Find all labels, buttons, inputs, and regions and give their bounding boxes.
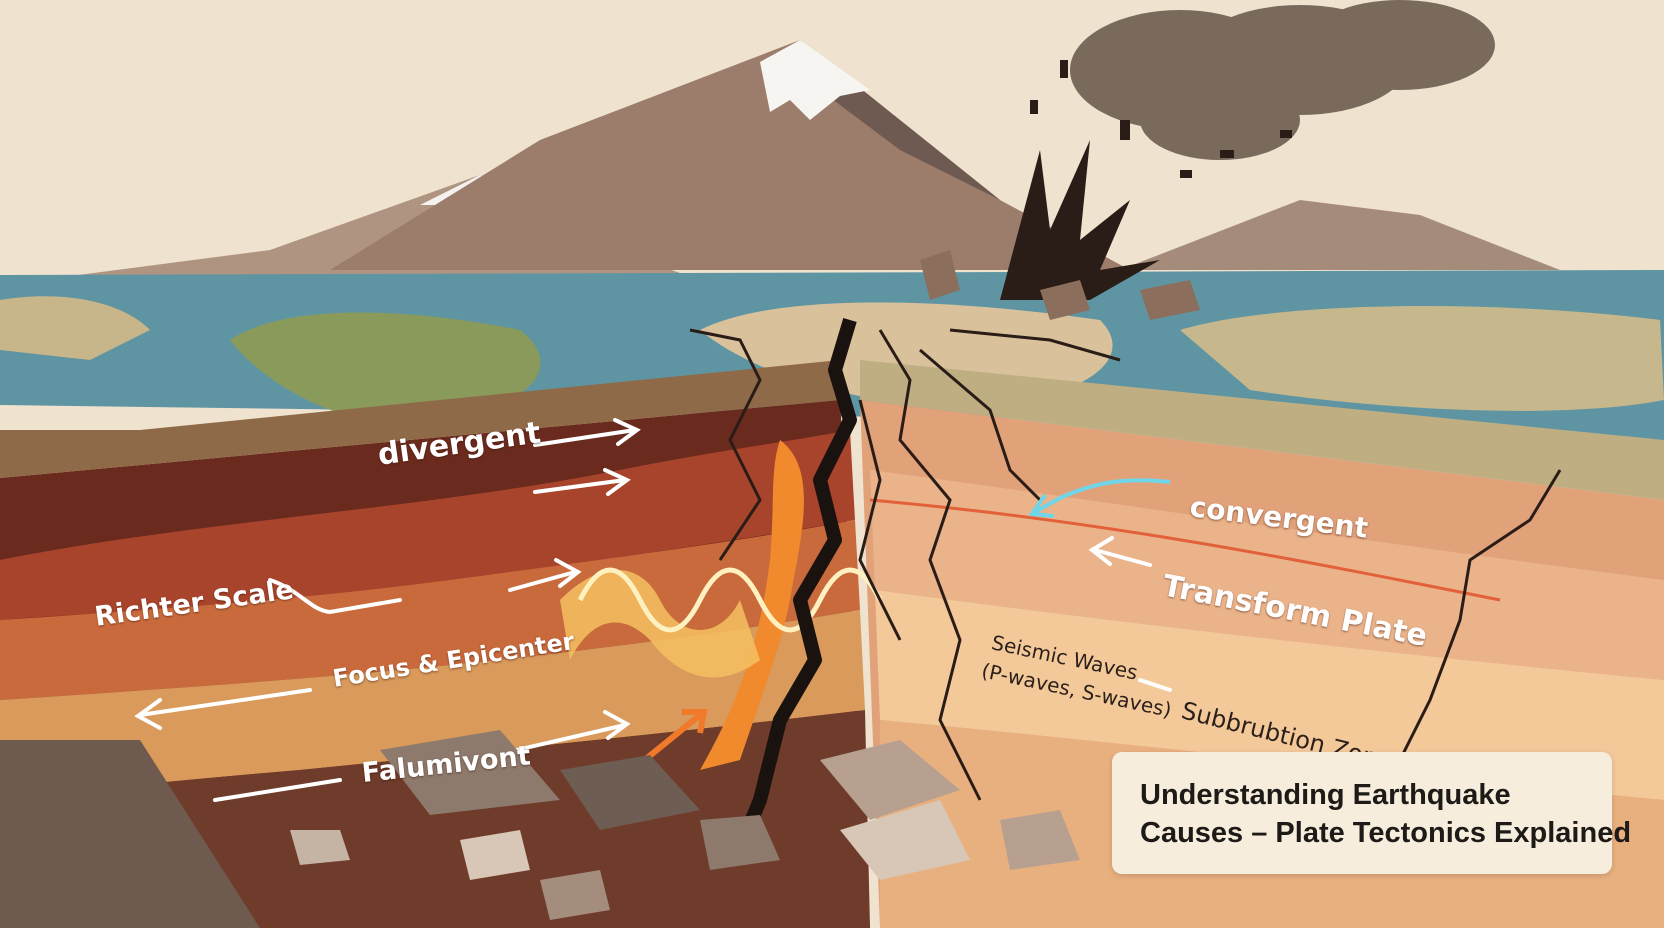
mountain-range xyxy=(40,40,1560,280)
seismic-wave xyxy=(577,567,883,633)
rock-debris-top xyxy=(920,250,1200,320)
rubble-foreground xyxy=(0,730,1080,928)
explosion-burst xyxy=(1000,60,1292,300)
caption-line-2: Causes – Plate Tectonics Explained xyxy=(1140,817,1632,849)
magma-flow xyxy=(700,440,804,770)
landmass-south-america xyxy=(230,312,541,420)
blue-arrow xyxy=(1034,478,1171,514)
caption-box: Understanding Earthquake Causes – Plate … xyxy=(1112,752,1632,874)
surface-edge-left xyxy=(0,360,840,478)
landmass-right xyxy=(1180,306,1664,411)
landmass-left-edge xyxy=(0,296,150,360)
flow-arrows xyxy=(134,418,1172,802)
dust-cloud xyxy=(1070,0,1495,160)
cracks xyxy=(689,328,1562,801)
surface-edge-right xyxy=(860,360,1664,500)
fault-line xyxy=(728,317,857,863)
caption-line-1: Understanding Earthquake xyxy=(1140,779,1511,811)
